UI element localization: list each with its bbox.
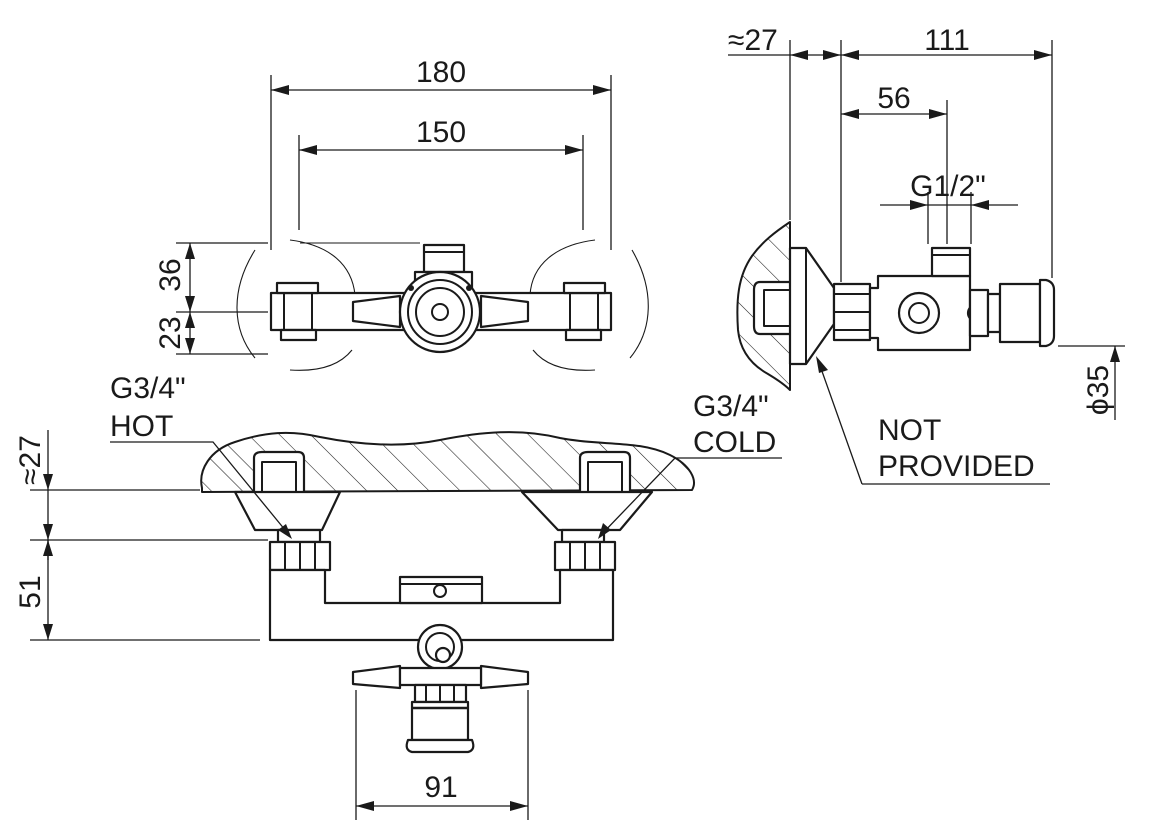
hot-label: HOT	[110, 410, 173, 443]
dim-27-side-label: ≈27	[728, 24, 778, 57]
not-provided-label-2: PROVIDED	[878, 450, 1035, 483]
side-view	[728, 40, 1125, 485]
top-view	[176, 75, 649, 371]
not-provided-label-1: NOT	[878, 414, 941, 447]
dim-23-label: 23	[154, 316, 187, 349]
dim-91-label: 91	[424, 771, 457, 804]
outlet-thread-label: G1/2"	[910, 170, 986, 203]
cold-label: COLD	[693, 426, 776, 459]
dim-180-label: 180	[416, 56, 466, 89]
knob-diameter-label: ϕ35	[1082, 365, 1115, 415]
front-view	[30, 430, 782, 820]
dim-27-front-label: ≈27	[14, 435, 47, 485]
dim-36-label: 36	[154, 258, 187, 291]
dim-51-label: 51	[14, 575, 47, 608]
hot-thread-label: G3/4"	[110, 372, 186, 405]
cold-thread-label: G3/4"	[693, 390, 769, 423]
dim-111-label: 111	[924, 24, 970, 57]
dim-56-label: 56	[877, 82, 910, 115]
dim-150-label: 150	[416, 116, 466, 149]
